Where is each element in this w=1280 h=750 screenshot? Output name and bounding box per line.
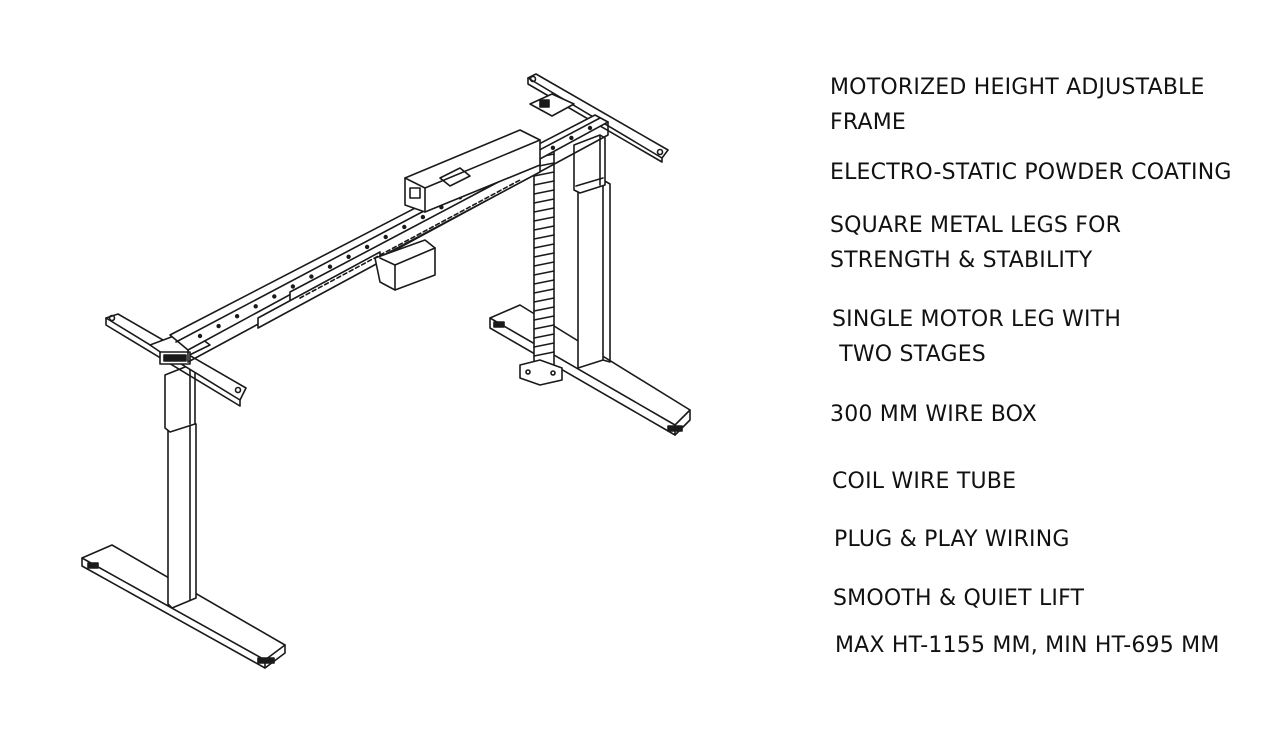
coil-segment	[533, 207, 555, 213]
coil-segment	[533, 288, 555, 294]
feature-square-legs: SQUARE METAL LEGS FOR STRENGTH & STABILI…	[830, 213, 1122, 273]
coil-segment	[533, 297, 555, 303]
beam-hole	[420, 214, 426, 220]
beam-hole	[383, 234, 388, 240]
coil-segment	[533, 198, 555, 204]
feature-heights: MAX HT-1155 MM, MIN HT-695 MM	[835, 633, 1220, 658]
desk-frame-drawing	[81, 73, 691, 669]
coil-segment	[533, 324, 555, 330]
coil-segment	[533, 279, 555, 285]
coil-segment	[533, 351, 555, 357]
beam-hole	[587, 125, 593, 131]
coil-segment	[533, 234, 555, 240]
coil-segment	[533, 261, 555, 267]
beam-hole	[234, 314, 240, 319]
beam-hole	[272, 294, 277, 299]
feature-coil-tube: COIL WIRE TUBE	[832, 469, 1017, 494]
coil-segment	[533, 270, 555, 276]
beam-hole	[364, 244, 370, 250]
coil-segment	[533, 189, 555, 195]
beam-hole	[327, 264, 333, 269]
feature-motor-leg: SINGLE MOTOR LEG WITH TWO STAGES	[832, 307, 1122, 367]
left-leg-column	[164, 364, 197, 609]
feature-lift: SMOOTH & QUIET LIFT	[833, 586, 1085, 611]
feature-coating: ELECTRO-STATIC POWDER COATING	[830, 160, 1232, 185]
coil-segment	[533, 315, 555, 321]
beam-hole	[550, 145, 556, 151]
feature-wiring: PLUG & PLAY WIRING	[834, 527, 1070, 552]
beam-hole	[216, 323, 221, 329]
beam-hole	[197, 333, 203, 339]
coil-segment	[533, 171, 555, 177]
beam-hole	[569, 135, 574, 141]
right-leg-column	[573, 134, 611, 369]
coil-segment	[533, 306, 555, 312]
coil-segment	[533, 333, 555, 339]
beam-hole	[309, 274, 314, 279]
coil-segment	[533, 252, 555, 258]
coil-segment	[533, 216, 555, 222]
feature-frame: MOTORIZED HEIGHT ADJUSTABLE FRAME	[830, 75, 1205, 135]
coil-segment	[533, 243, 555, 249]
beam-hole	[290, 284, 296, 289]
coil-segment	[533, 180, 555, 186]
control-box	[374, 129, 541, 291]
coil-segment	[533, 225, 555, 231]
beam-hole	[253, 304, 258, 309]
beam-hole	[402, 224, 407, 230]
coil-segment	[533, 342, 555, 348]
feature-wire-box: 300 MM WIRE BOX	[830, 402, 1038, 427]
beam-hole	[346, 254, 351, 259]
